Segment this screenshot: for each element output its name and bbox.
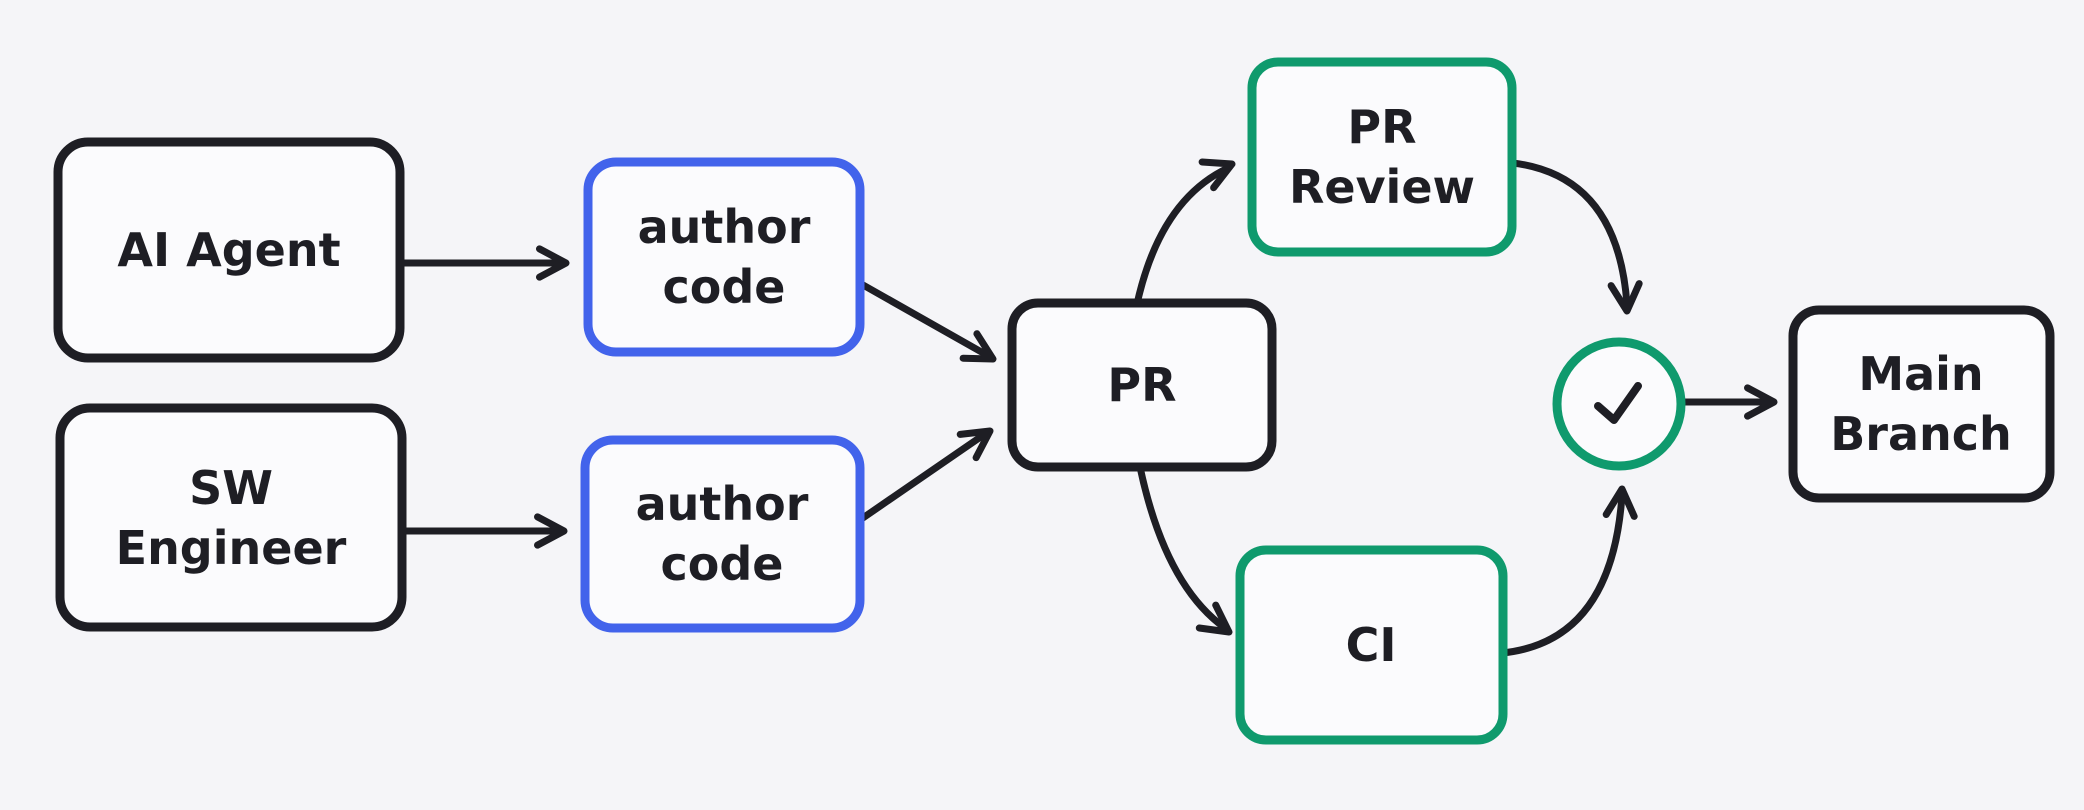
node-author-code-bottom-label-line2: code xyxy=(661,537,784,591)
arrow-pr-review-to-check[interactable] xyxy=(1509,159,1643,315)
node-ci-box xyxy=(1235,545,1508,745)
node-ci[interactable]: CI xyxy=(1235,545,1508,745)
node-sw-engineer[interactable]: SW Engineer xyxy=(55,403,407,632)
arrow-author-code-top-to-pr[interactable] xyxy=(852,277,997,363)
node-ai-agent-box xyxy=(53,137,405,363)
arrowhead-icon xyxy=(1195,601,1233,636)
node-author-code-bottom[interactable]: author code xyxy=(580,435,865,633)
arrow-sw-engineer-to-author-code[interactable] xyxy=(398,513,568,549)
arrow-ai-agent-to-author-code[interactable] xyxy=(396,245,570,281)
node-pr-review-box xyxy=(1247,57,1517,257)
node-main-branch-label-line2: Branch xyxy=(1830,407,2012,461)
arrow-pr-to-pr-review[interactable] xyxy=(1133,158,1236,308)
arrow-author-code-bottom-to-pr[interactable] xyxy=(853,427,994,526)
arrowhead-icon xyxy=(536,245,570,281)
node-ci-label: CI xyxy=(1346,618,1397,672)
arrow-pr-to-ci[interactable] xyxy=(1136,463,1233,636)
node-sw-engineer-label-line2: Engineer xyxy=(116,521,347,575)
node-author-code-bottom-label-line1: author xyxy=(636,477,809,531)
arrowhead-icon xyxy=(1198,158,1236,192)
node-pr-review-label-line1: PR xyxy=(1347,100,1416,154)
arrow-shaft xyxy=(1136,463,1229,632)
node-author-code-top[interactable]: author code xyxy=(583,157,865,357)
node-pr-review[interactable]: PR Review xyxy=(1247,57,1517,257)
arrow-shaft xyxy=(852,277,989,358)
node-approval-check[interactable] xyxy=(1552,337,1686,471)
node-author-code-top-label-line2: code xyxy=(663,260,786,314)
node-ai-agent[interactable]: AI Agent xyxy=(53,137,405,363)
node-pr-review-label-line2: Review xyxy=(1289,160,1475,214)
arrow-shaft xyxy=(1509,159,1631,309)
node-main-branch[interactable]: Main Branch xyxy=(1788,305,2055,503)
arrowhead-icon xyxy=(956,427,994,462)
arrowhead-icon xyxy=(1607,280,1643,315)
node-sw-engineer-box xyxy=(55,403,407,632)
arrow-shaft xyxy=(1133,164,1232,308)
node-ai-agent-label: AI Agent xyxy=(117,223,340,277)
node-author-code-bottom-box xyxy=(580,435,865,633)
node-pr-label: PR xyxy=(1107,358,1176,412)
node-author-code-top-box xyxy=(583,157,865,357)
arrowhead-icon xyxy=(959,330,997,363)
arrow-shaft xyxy=(1498,491,1626,657)
node-main-branch-label-line1: Main xyxy=(1858,347,1983,401)
arrow-check-to-main-branch[interactable] xyxy=(1678,384,1778,420)
approval-circle xyxy=(1552,337,1686,471)
arrowhead-icon xyxy=(1602,485,1638,520)
arrow-shaft xyxy=(853,432,986,526)
node-author-code-top-label-line1: author xyxy=(638,200,811,254)
arrowhead-icon xyxy=(534,513,568,549)
checkmark-icon xyxy=(1594,382,1642,424)
arrowhead-icon xyxy=(1744,384,1778,420)
node-pr[interactable]: PR xyxy=(1007,298,1277,472)
node-pr-box xyxy=(1007,298,1277,472)
node-main-branch-box xyxy=(1788,305,2055,503)
arrow-ci-to-check[interactable] xyxy=(1498,485,1638,657)
node-sw-engineer-label-line1: SW xyxy=(189,461,273,515)
